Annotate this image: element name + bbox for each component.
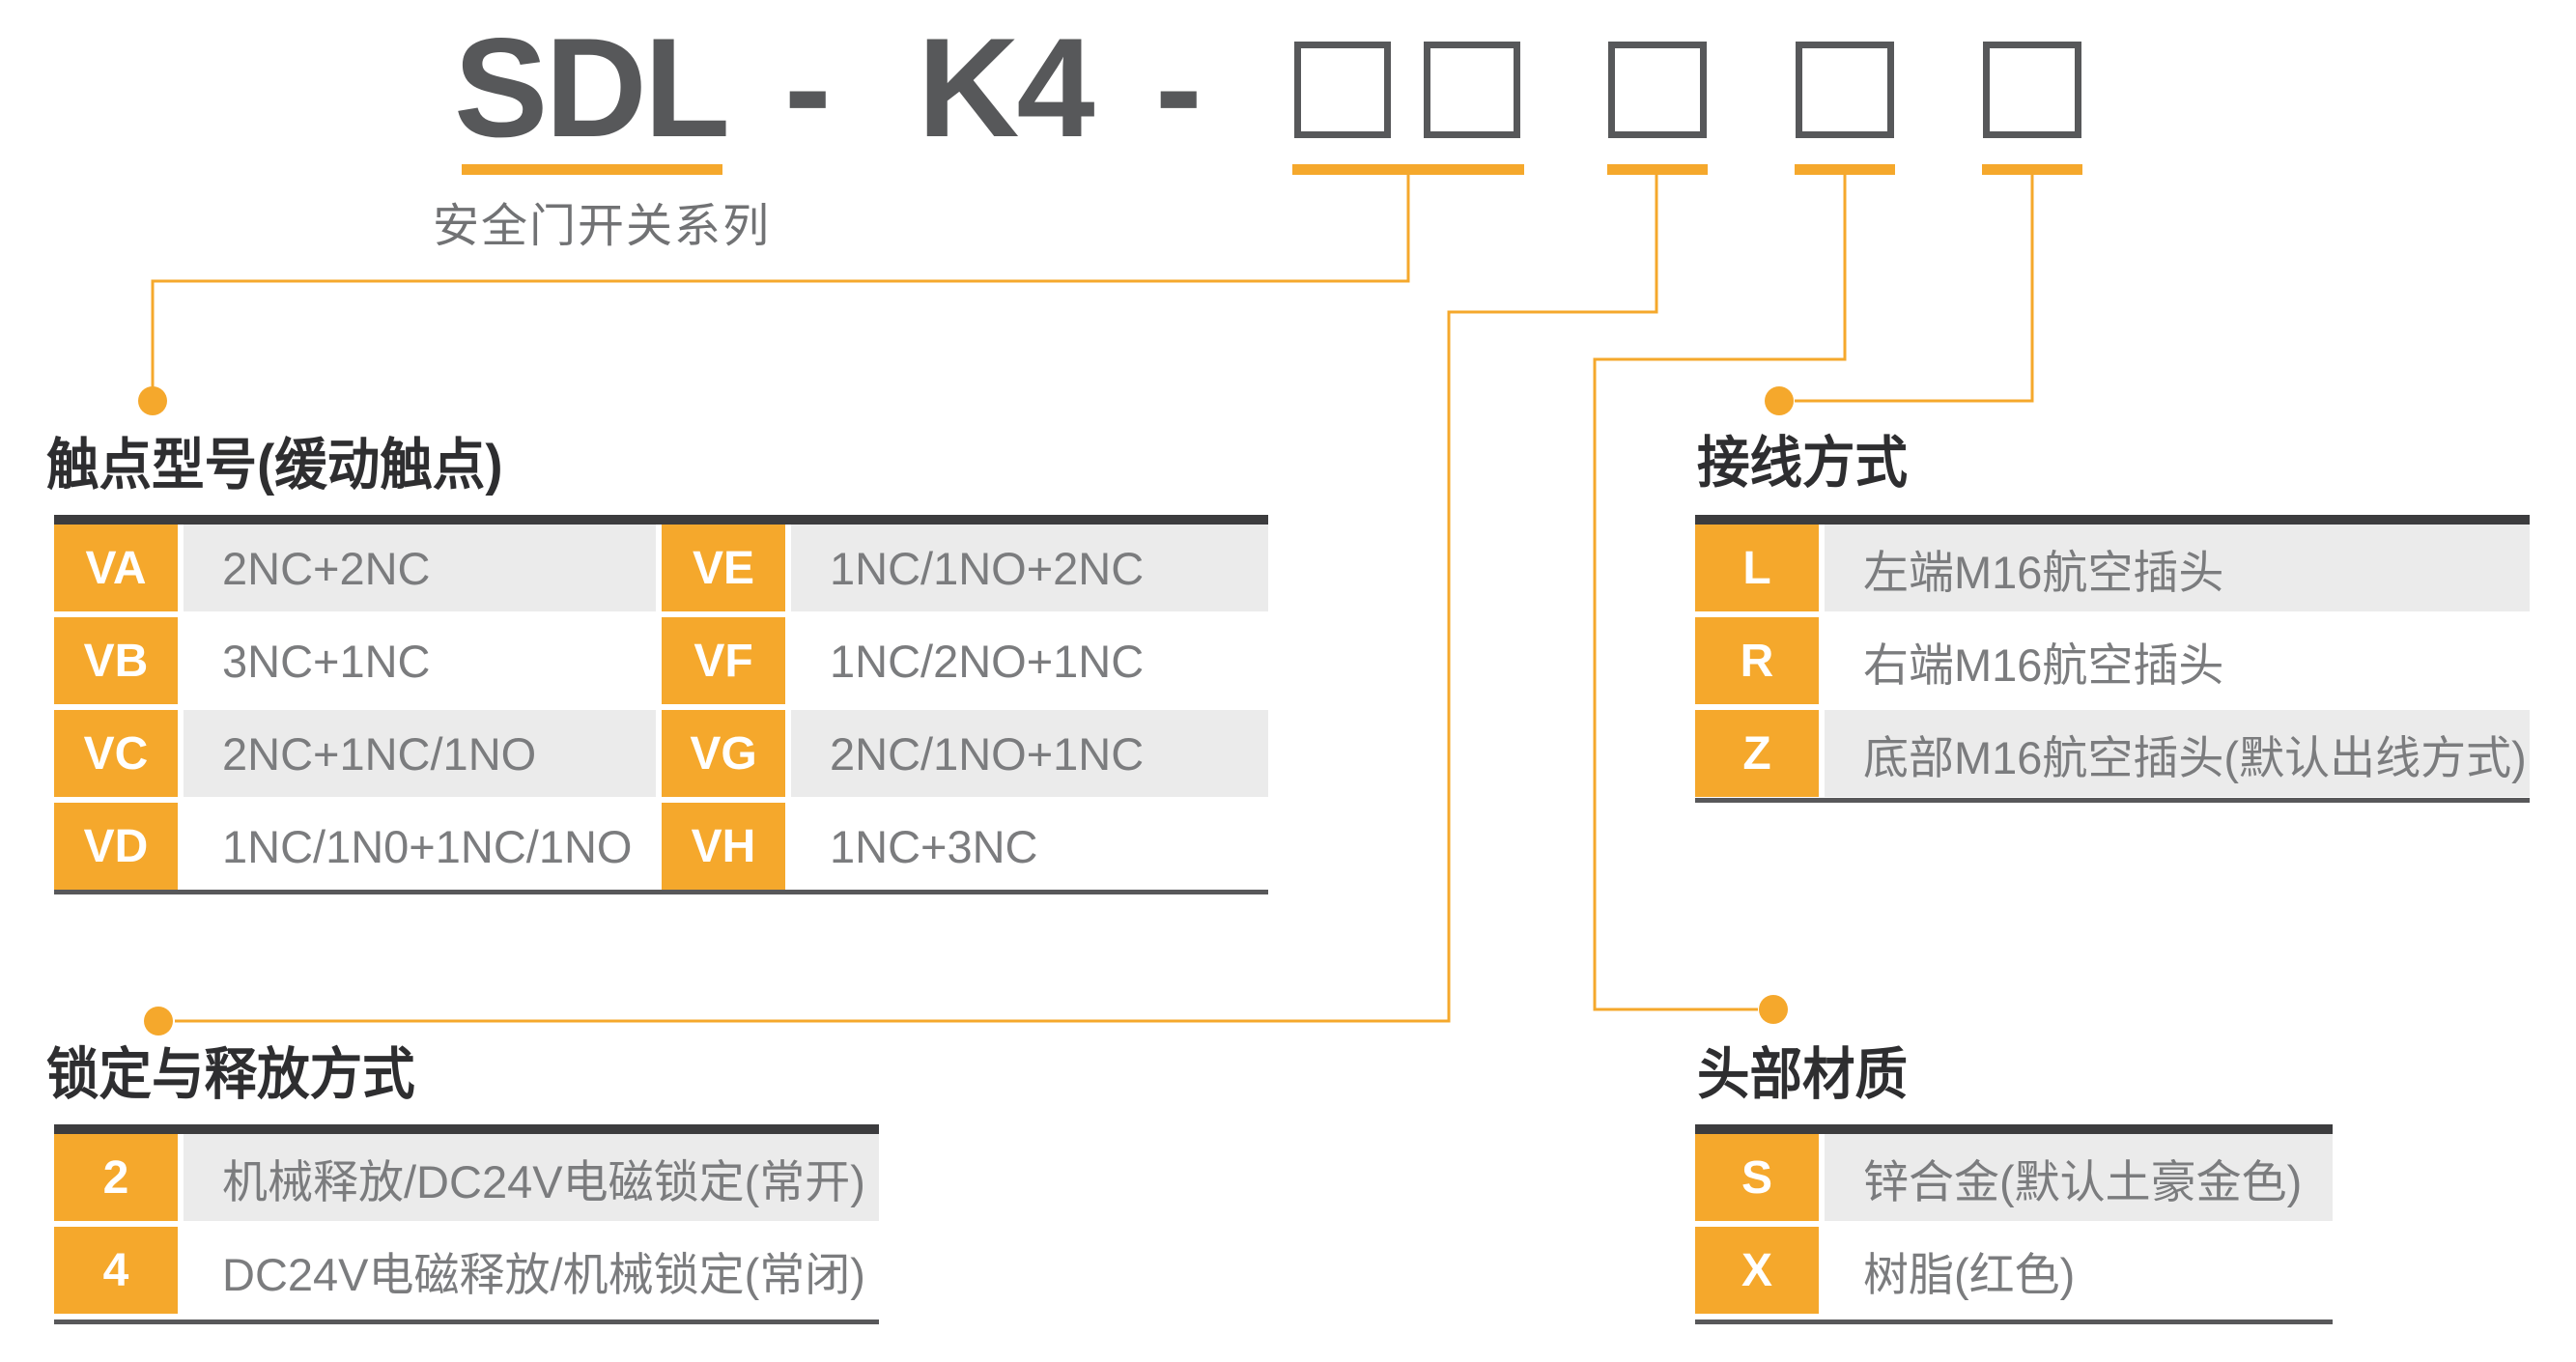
- table-bottom-border: [54, 1319, 879, 1324]
- code-cell: S: [1695, 1134, 1819, 1221]
- table-bottom-border: [1695, 798, 2530, 803]
- desc-cell: 1NC+3NC: [791, 803, 1268, 890]
- desc-cell: 2NC+1NC/1NO: [184, 710, 656, 797]
- table-row: VB 3NC+1NC VF 1NC/2NO+1NC: [54, 617, 1268, 704]
- connector-line-contact: [151, 175, 1410, 389]
- desc-cell: 1NC/1N0+1NC/1NO: [184, 803, 656, 890]
- section-title-head-material: 头部材质: [1697, 1043, 1909, 1106]
- code-cell: VD: [54, 803, 178, 890]
- table-top-border: [54, 1124, 879, 1134]
- desc-cell: 底部M16航空插头(默认出线方式): [1825, 710, 2530, 797]
- code-cell: X: [1695, 1227, 1819, 1314]
- code-cell: VF: [662, 617, 785, 704]
- connector-dot-head-material: [1759, 995, 1788, 1024]
- code-cell: 2: [54, 1134, 178, 1221]
- table-contact-models: VA 2NC+2NC VE 1NC/1NO+2NC VB 3NC+1NC VF …: [54, 515, 1268, 894]
- code-cell: VA: [54, 525, 178, 611]
- table-row: 2 机械释放/DC24V电磁锁定(常开): [54, 1134, 879, 1221]
- desc-cell: 3NC+1NC: [184, 617, 656, 704]
- connector-line-locking: [175, 175, 1658, 1023]
- model-separator-1: -: [784, 9, 832, 166]
- connector-line-head-material: [1593, 175, 1847, 1011]
- connector-line-wiring: [1795, 175, 2034, 403]
- table-bottom-border: [54, 890, 1268, 894]
- table-row: S 锌合金(默认土豪金色): [1695, 1134, 2333, 1221]
- section-title-locking: 锁定与释放方式: [46, 1043, 415, 1106]
- desc-cell: 2NC+2NC: [184, 525, 656, 611]
- model-placeholder-box-5: [1983, 42, 2081, 138]
- section-title-contact: 触点型号(缓动触点): [46, 434, 503, 497]
- desc-cell: 左端M16航空插头: [1825, 525, 2530, 611]
- code-cell: VH: [662, 803, 785, 890]
- model-placeholder-box-2: [1424, 42, 1520, 138]
- desc-cell: 树脂(红色): [1825, 1227, 2333, 1314]
- connector-dot-wiring: [1765, 386, 1794, 415]
- table-row: R 右端M16航空插头: [1695, 617, 2530, 704]
- code-cell: VC: [54, 710, 178, 797]
- table-row: VC 2NC+1NC/1NO VG 2NC/1NO+1NC: [54, 710, 1268, 797]
- table-row: Z 底部M16航空插头(默认出线方式): [1695, 710, 2530, 797]
- desc-cell: 2NC/1NO+1NC: [791, 710, 1268, 797]
- table-row: VA 2NC+2NC VE 1NC/1NO+2NC: [54, 525, 1268, 611]
- table-top-border: [1695, 1124, 2333, 1134]
- code-cell: VE: [662, 525, 785, 611]
- connector-dot-contact: [138, 386, 167, 415]
- table-top-border: [1695, 515, 2530, 525]
- table-wiring: L 左端M16航空插头 R 右端M16航空插头 Z 底部M16航空插头(默认出线…: [1695, 515, 2530, 803]
- table-row: L 左端M16航空插头: [1695, 525, 2530, 611]
- code-cell: VG: [662, 710, 785, 797]
- code-cell: R: [1695, 617, 1819, 704]
- model-placeholder-box-1: [1294, 42, 1391, 138]
- table-top-border: [54, 515, 1268, 525]
- table-row: 4 DC24V电磁释放/机械锁定(常闭): [54, 1227, 879, 1314]
- table-row: X 树脂(红色): [1695, 1227, 2333, 1314]
- model-prefix: SDL: [454, 9, 730, 166]
- underline-prefix: [462, 164, 722, 175]
- table-locking: 2 机械释放/DC24V电磁锁定(常开) 4 DC24V电磁释放/机械锁定(常闭…: [54, 1124, 879, 1324]
- table-bottom-border: [1695, 1319, 2333, 1324]
- desc-cell: 机械释放/DC24V电磁锁定(常开): [184, 1134, 879, 1221]
- connector-dot-locking: [144, 1007, 173, 1036]
- underline-head-material-box: [1795, 164, 1895, 175]
- model-separator-2: -: [1155, 9, 1203, 166]
- desc-cell: DC24V电磁释放/机械锁定(常闭): [184, 1227, 879, 1314]
- code-cell: VB: [54, 617, 178, 704]
- table-row: VD 1NC/1N0+1NC/1NO VH 1NC+3NC: [54, 803, 1268, 890]
- table-head-material: S 锌合金(默认土豪金色) X 树脂(红色): [1695, 1124, 2333, 1324]
- code-cell: L: [1695, 525, 1819, 611]
- desc-cell: 右端M16航空插头: [1825, 617, 2530, 704]
- section-title-wiring: 接线方式: [1697, 432, 1909, 495]
- underline-contact-boxes: [1292, 164, 1524, 175]
- code-cell: 4: [54, 1227, 178, 1314]
- model-placeholder-box-3: [1608, 42, 1707, 138]
- desc-cell: 锌合金(默认土豪金色): [1825, 1134, 2333, 1221]
- underline-locking-box: [1607, 164, 1708, 175]
- code-cell: Z: [1695, 710, 1819, 797]
- series-label: 安全门开关系列: [433, 201, 772, 252]
- desc-cell: 1NC/1NO+2NC: [791, 525, 1268, 611]
- desc-cell: 1NC/2NO+1NC: [791, 617, 1268, 704]
- model-series-code: K4: [918, 9, 1095, 166]
- underline-wiring-box: [1982, 164, 2082, 175]
- model-placeholder-box-4: [1796, 42, 1894, 138]
